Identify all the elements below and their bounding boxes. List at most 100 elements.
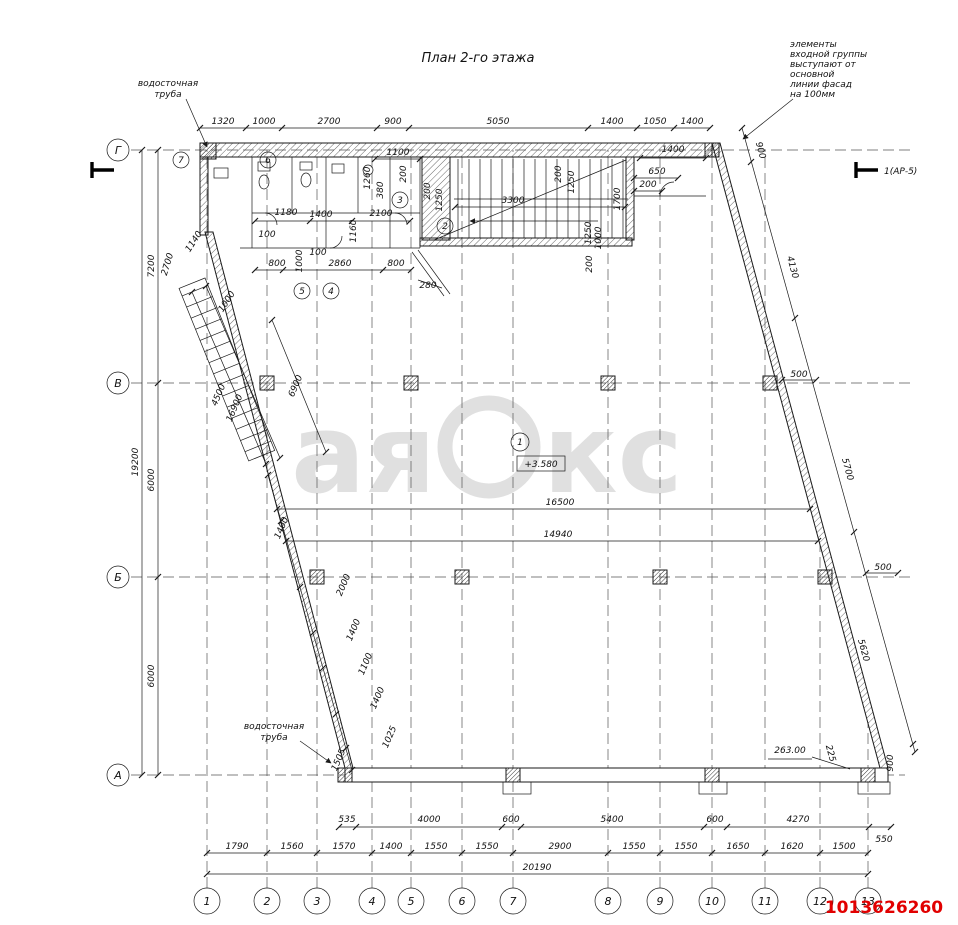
level-value: 263.00 <box>774 746 806 756</box>
axis-col-label: 12 <box>813 895 827 908</box>
dim-label: 100 <box>309 248 326 258</box>
dim-label: 1100 <box>357 651 375 676</box>
bottom-wall <box>344 767 889 783</box>
section-ref-label: 1(АР-5) <box>884 167 917 177</box>
room-number-bubbles: 7 6 3 2 5 4 1 <box>172 151 530 452</box>
listing-id: 1013626260 <box>825 898 943 918</box>
dim-label: 4000 <box>418 815 441 825</box>
dim-label: 500 <box>790 370 807 380</box>
dim-label: 5700 <box>839 457 855 482</box>
axis-row-label: Г <box>115 144 122 157</box>
cistern-fixture <box>257 161 271 172</box>
elevation-mark: +3.580 <box>516 455 566 472</box>
dim-label: 4270 <box>787 815 810 825</box>
dim-label: 1550 <box>623 842 646 852</box>
dim-label: 380 <box>376 181 386 198</box>
toilet-fixture-2 <box>300 172 312 188</box>
porch-1 <box>502 781 532 795</box>
entrance-note-line: линии фасад <box>789 80 852 90</box>
dim-label: 1400 <box>380 842 403 852</box>
right-slanted-wall <box>711 142 889 769</box>
entrance-note-line: входной группы <box>790 50 867 60</box>
dim-label: 200 <box>585 255 595 272</box>
dim-label: 16500 <box>546 498 575 508</box>
walls <box>199 142 891 795</box>
entrance-note-line: на 100мм <box>790 90 835 100</box>
room-number: 2 <box>442 222 448 232</box>
basin-fixture <box>362 164 374 176</box>
dim-label: 550 <box>875 835 892 845</box>
dim-label: 7200 <box>147 254 157 277</box>
entrance-note-line: выступают от <box>790 60 857 70</box>
dim-label: 2900 <box>549 842 572 852</box>
door-arc <box>659 181 675 197</box>
dim-label: 1025 <box>381 724 399 749</box>
dim-label: 600 <box>502 815 519 825</box>
dim-label: 14940 <box>544 530 573 540</box>
axis-col-label: 6 <box>459 895 466 908</box>
dim-label: 1250 <box>584 221 594 244</box>
dim-label: 225 <box>823 744 837 763</box>
drainpipe-note-bottom-2: труба <box>260 733 287 743</box>
dim-label: 2000 <box>335 572 353 597</box>
dim-label: 200 <box>399 165 409 182</box>
toilet-fixture <box>258 174 270 190</box>
dim-label: 1400 <box>345 617 363 642</box>
corner-column-top-left <box>199 142 217 160</box>
axis-col-label: 10 <box>705 895 719 908</box>
left-upper-wall <box>199 156 209 236</box>
dim-label: 1180 <box>275 208 298 218</box>
dim-label: 2700 <box>318 117 341 127</box>
entrance-note: элементы входной группы выступают от осн… <box>742 40 867 140</box>
dim-label: 1400 <box>310 210 333 220</box>
stair-right-wall <box>625 156 635 241</box>
dim-label: 650 <box>648 167 665 177</box>
dim-label: 1000 <box>217 289 238 314</box>
dim-label: 1050 <box>644 117 667 127</box>
dim-label: 1550 <box>425 842 448 852</box>
dim-label: 100 <box>258 230 275 240</box>
stair-treads <box>457 159 624 238</box>
dim-label: 1100 <box>387 148 410 158</box>
dim-label: 535 <box>338 815 355 825</box>
drainpipe-note-top-2: труба <box>154 90 181 100</box>
dim-label: 900 <box>384 117 401 127</box>
columns <box>259 375 876 783</box>
entrance-note-line: элементы <box>790 40 837 50</box>
stair-shaft-wall <box>421 156 451 241</box>
dim-label: 6000 <box>147 664 157 687</box>
page-title: План 2-го этажа <box>422 51 535 66</box>
dim-label: 1790 <box>226 842 249 852</box>
section-marks: 1(АР-5) <box>90 162 917 178</box>
dim-label: 1400 <box>601 117 624 127</box>
dimension-chains: 1320 1000 2700 900 5050 1400 1050 1400 7… <box>131 117 919 878</box>
dim-label: 200 <box>639 180 656 190</box>
corner-column-top-right <box>704 142 720 158</box>
axis-bubbles-rows: Г В Б А <box>106 138 130 787</box>
room-number: 5 <box>299 287 305 297</box>
corner-column-bottom-left <box>337 767 353 783</box>
axis-row-label: В <box>114 377 122 390</box>
room-number: 4 <box>328 287 334 297</box>
dim-label: 900 <box>753 141 767 160</box>
watermark-text-left: ая <box>291 390 436 518</box>
axis-col-label: 9 <box>657 895 664 908</box>
porch-2 <box>698 781 728 795</box>
sanitary-block <box>213 157 706 297</box>
dim-label: 1650 <box>727 842 750 852</box>
dim-label: 1140 <box>184 229 205 254</box>
dim-label: 280 <box>419 281 436 291</box>
dim-label: 1320 <box>212 117 235 127</box>
room-number: 1 <box>517 438 523 448</box>
axis-col-label: 5 <box>408 895 415 908</box>
room-number: 6 <box>265 156 271 166</box>
dim-label: 800 <box>387 259 404 269</box>
dim-label: 16900 <box>225 393 245 424</box>
dim-label: 3300 <box>502 196 525 206</box>
dim-label: 1500 <box>833 842 856 852</box>
axis-col-label: 2 <box>264 895 271 908</box>
dim-label: 200 <box>554 165 564 182</box>
main-staircase <box>433 159 628 241</box>
dim-label: 1560 <box>281 842 304 852</box>
